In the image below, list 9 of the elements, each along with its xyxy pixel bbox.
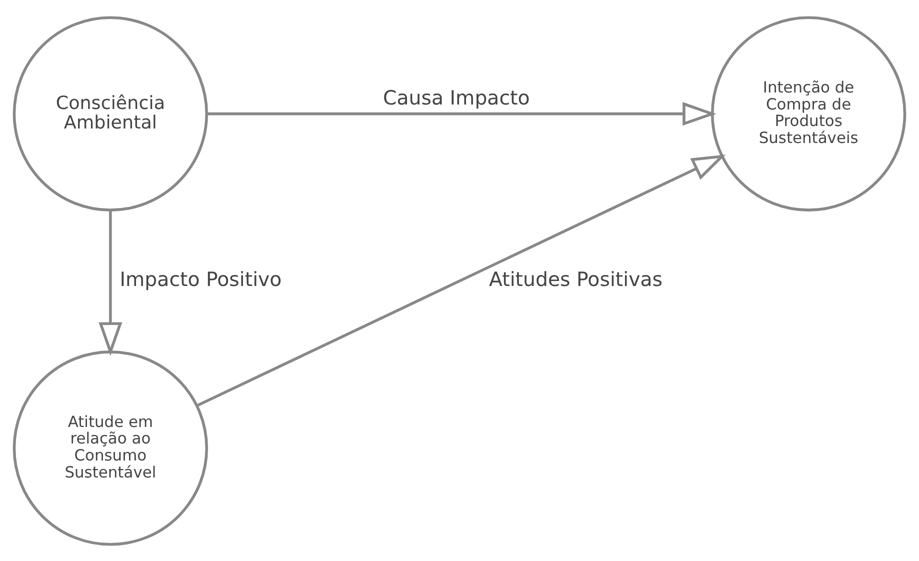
edge-label: Causa Impacto [382, 86, 530, 109]
node-circle: Intenção de Compra de Produtos Sustentáveis [710, 16, 906, 211]
edge-label: Impacto Positivo [120, 268, 282, 291]
edge-label: Atitudes Positivas [489, 268, 663, 291]
arrow [196, 154, 726, 406]
node-circle: Atitude em relação ao Consumo Sustentável [12, 350, 208, 546]
arrow [206, 102, 716, 126]
node-circle: Consciência Ambiental [12, 16, 208, 211]
arrow [98, 210, 122, 356]
